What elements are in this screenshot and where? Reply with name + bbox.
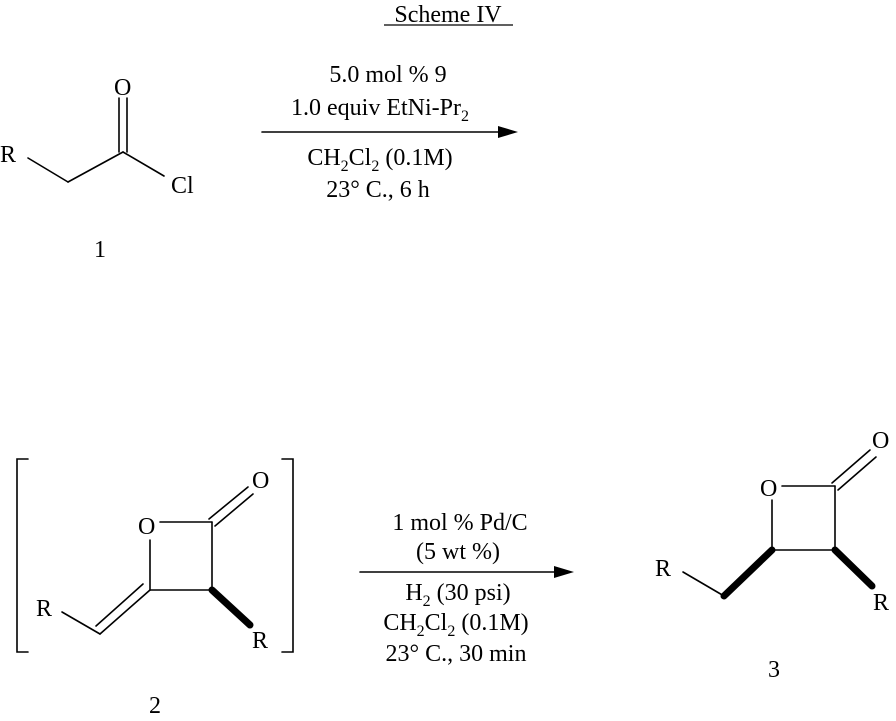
atom-o: O — [114, 75, 131, 101]
scheme-title: Scheme IV — [394, 2, 502, 28]
bond-r-chain — [62, 612, 100, 634]
condition-loading: (5 wt %) — [416, 539, 500, 565]
condition-solvent: CH2Cl2 (0.1M) — [383, 610, 528, 640]
bond-exo-1 — [100, 590, 150, 634]
compound-number: 2 — [149, 693, 161, 719]
wedge-bond-right — [835, 550, 872, 586]
compound-1: R O Cl 1 — [0, 75, 194, 263]
condition-catalyst: 5.0 mol % 9 — [329, 62, 446, 88]
step-2: 1 mol % Pd/C (5 wt %) H2 (30 psi) CH2Cl2… — [360, 510, 574, 667]
arrow-2-head — [554, 566, 574, 578]
compound-number: 1 — [94, 237, 106, 263]
condition-base: 1.0 equiv EtNi-Pr2 — [291, 95, 469, 125]
atom-r-1: R — [655, 556, 671, 582]
bracket-left — [17, 459, 28, 652]
arrow-1-head — [498, 126, 518, 138]
compound-2: O O R R 2 — [17, 459, 293, 719]
bond-ch2-c — [68, 152, 123, 182]
step-1: 5.0 mol % 9 1.0 equiv EtNi-Pr2 CH2Cl2 (0… — [262, 62, 518, 203]
condition-catalyst: 1 mol % Pd/C — [392, 510, 527, 536]
wedge-bond-left — [724, 550, 772, 596]
atom-o-ring: O — [138, 514, 155, 540]
atom-r: R — [0, 142, 16, 168]
wedge-bond — [212, 590, 250, 625]
condition-solvent: CH2Cl2 (0.1M) — [307, 145, 452, 175]
bracket-right — [282, 459, 293, 652]
atom-r-1: R — [36, 596, 52, 622]
atom-o-carbonyl: O — [872, 428, 889, 454]
atom-r-2: R — [873, 590, 889, 616]
bond-r-ch2 — [683, 572, 724, 596]
bond-r-ch2 — [28, 158, 68, 182]
bond-exo-2 — [96, 584, 143, 626]
atom-o-carbonyl: O — [252, 468, 269, 494]
compound-3: O O R R 3 — [655, 428, 889, 683]
compound-number: 3 — [768, 657, 780, 683]
atom-r-2: R — [252, 628, 268, 654]
atom-cl: Cl — [171, 173, 194, 199]
condition-temp-time: 23° C., 6 h — [326, 177, 430, 203]
atom-o-ring: O — [760, 476, 777, 502]
condition-temp-time: 23° C., 30 min — [386, 641, 527, 667]
bond-c-cl — [123, 152, 164, 176]
condition-h2: H2 (30 psi) — [405, 580, 510, 610]
